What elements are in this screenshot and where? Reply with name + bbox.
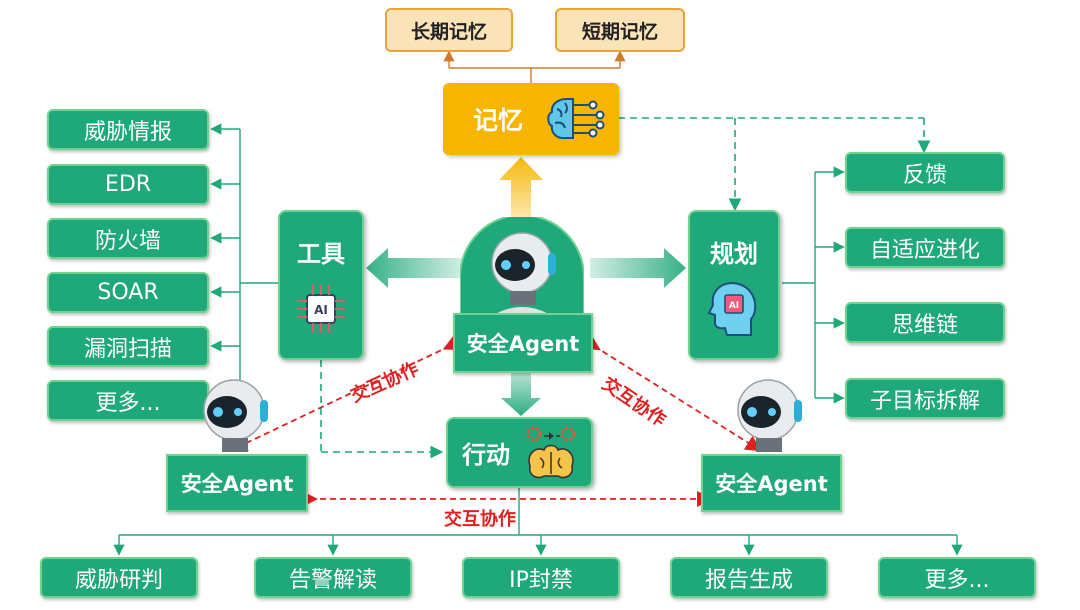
short-term-memory-label: 短期记忆 (581, 20, 658, 43)
right-robot-icon (736, 379, 804, 464)
memory-tree (443, 50, 626, 83)
planning-item-label: 思维链 (891, 312, 958, 338)
head-ai-icon: AI (707, 281, 757, 336)
arrow-to-memory (499, 157, 543, 225)
planning-label: 规划 (710, 239, 758, 268)
action-label: 行动 (462, 441, 510, 469)
planning-tree (782, 166, 845, 404)
right-agent-box: 安全Agent (701, 454, 842, 512)
tool-item-label: 防火墙 (94, 228, 161, 254)
tools-box: 工具 AI (278, 210, 364, 360)
tool-item-threat-intel: 威胁情报 (47, 109, 209, 150)
memory-label: 记忆 (473, 106, 524, 135)
tool-item-label: 威胁情报 (83, 119, 172, 145)
planning-item-feedback: 反馈 (845, 152, 1005, 193)
action-item-label: 报告生成 (704, 567, 793, 593)
action-item-label: 更多... (924, 567, 990, 593)
left-robot-icon (202, 379, 270, 464)
planning-item-subgoal-decomposition: 子目标拆解 (845, 378, 1005, 419)
action-tree (113, 488, 963, 556)
tool-item-label: 更多... (95, 390, 161, 416)
ai-chip-text: AI (314, 303, 328, 317)
action-box: 行动 (446, 417, 593, 488)
action-item-report-generation: 报告生成 (670, 557, 828, 598)
tool-item-edr: EDR (47, 164, 209, 205)
tool-item-vuln-scan: 漏洞扫描 (47, 326, 209, 367)
tool-item-soar: SOAR (47, 272, 209, 313)
memory-links (618, 117, 931, 212)
long-term-memory-box: 长期记忆 (385, 8, 513, 52)
tool-item-label: 漏洞扫描 (83, 336, 172, 362)
center-agent-box: 安全Agent (453, 313, 593, 373)
tools-label: 工具 (297, 239, 345, 268)
collab-label-bottom: 交互协作 (444, 509, 516, 530)
left-agent-label: 安全Agent (180, 472, 294, 496)
tool-item-more: 更多... (47, 380, 209, 421)
planning-item-label: 反馈 (902, 162, 947, 188)
brain-circuit-icon (547, 98, 605, 140)
tool-item-label: SOAR (97, 280, 159, 305)
tool-item-label: EDR (104, 172, 152, 197)
action-item-more: 更多... (878, 557, 1036, 598)
head-chip-text: AI (729, 301, 739, 311)
planning-item-label: 子目标拆解 (869, 388, 980, 414)
action-item-label: 威胁研判 (74, 567, 163, 593)
collaboration-links (230, 334, 762, 508)
planning-item-label: 自适应进化 (869, 237, 980, 263)
planning-item-chain-of-thought: 思维链 (845, 302, 1005, 343)
memory-box: 记忆 (443, 83, 619, 155)
arrow-to-planning (590, 248, 686, 288)
planning-item-adaptive-evolution: 自适应进化 (845, 227, 1005, 268)
ai-chip-icon: AI (297, 284, 345, 333)
center-agent-label: 安全Agent (466, 332, 580, 356)
action-item-alert-interpretation: 告警解读 (254, 557, 412, 598)
action-item-ip-block: IP封禁 (462, 557, 620, 598)
brain-gears-icon (526, 426, 576, 478)
arrow-to-tools (366, 248, 462, 288)
long-term-memory-label: 长期记忆 (410, 20, 487, 43)
right-agent-label: 安全Agent (715, 472, 828, 496)
arrow-to-action (501, 372, 541, 416)
center-robot-icon (460, 217, 584, 317)
tool-item-firewall: 防火墙 (47, 218, 209, 259)
action-item-label: 告警解读 (288, 567, 377, 593)
action-item-label: IP封禁 (509, 567, 573, 593)
short-term-memory-box: 短期记忆 (555, 8, 685, 52)
tools-tree (210, 123, 278, 380)
planning-box: 规划 AI (688, 210, 780, 360)
left-agent-box: 安全Agent (166, 454, 308, 512)
action-item-threat-analysis: 威胁研判 (40, 557, 198, 598)
